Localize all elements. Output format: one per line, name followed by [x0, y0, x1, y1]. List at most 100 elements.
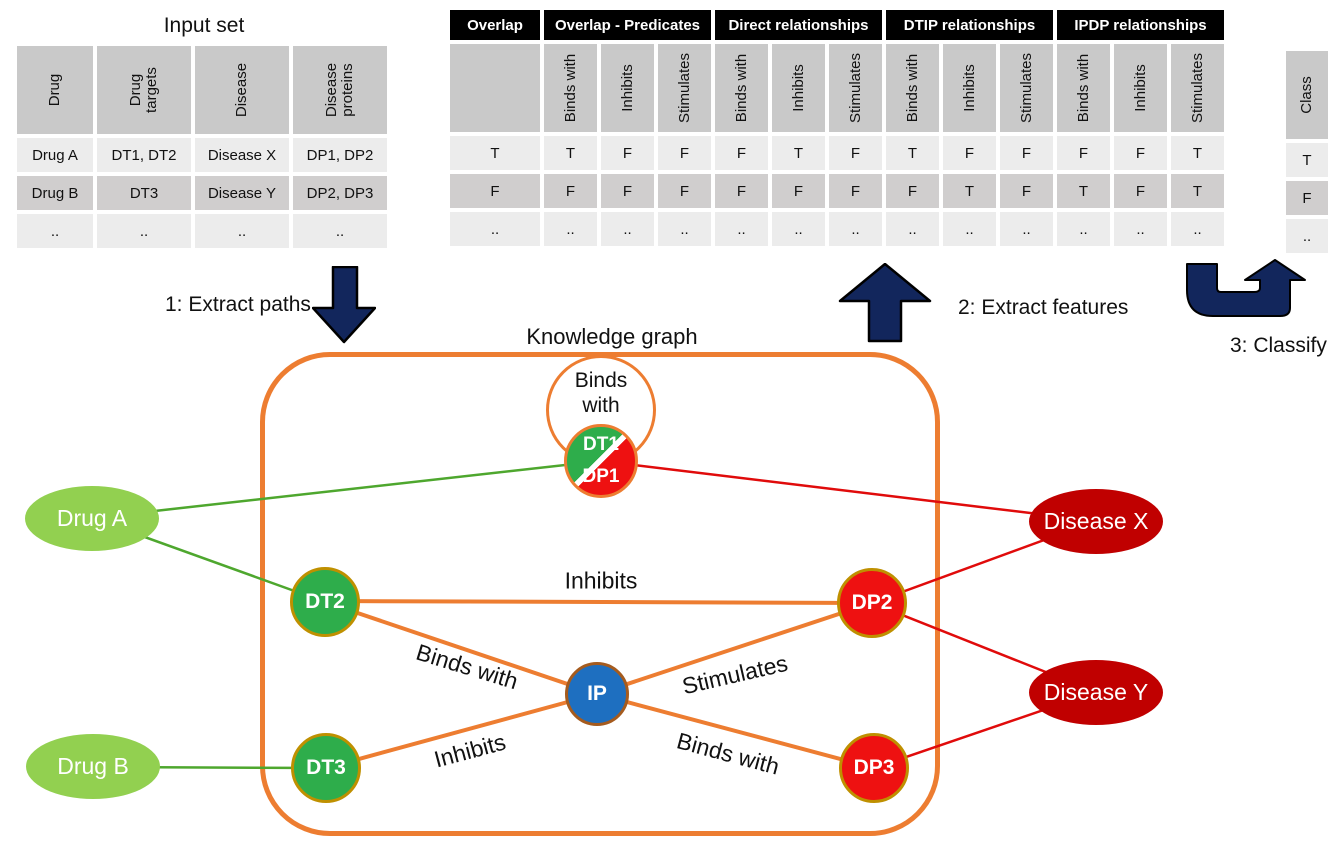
edge-ip-dp2	[596, 601, 873, 696]
edge-dt3-ip	[325, 692, 598, 770]
feature-cell: F	[658, 136, 711, 170]
feature-cell: F	[658, 174, 711, 208]
node-dt1-label: DT1	[583, 434, 619, 455]
feature-cell: F	[1000, 174, 1053, 208]
feature-column-header: Inhibits	[943, 44, 996, 132]
edge-dp1-diseasex	[600, 459, 1097, 523]
feature-cell: F	[1000, 136, 1053, 170]
feature-cell: ..	[658, 212, 711, 246]
table-row: ..	[1286, 219, 1328, 253]
feature-column-header: Stimulates	[658, 44, 711, 132]
input-column-header: Disease proteins	[293, 46, 387, 134]
feature-group-header: DTIP relationships	[886, 10, 1053, 40]
feature-column-header: Binds with	[886, 44, 939, 132]
feature-column-header: Stimulates	[1000, 44, 1053, 132]
input-cell: ..	[17, 214, 93, 248]
input-cell: Drug A	[17, 138, 93, 172]
step3-label: 3: Classify	[1230, 334, 1327, 357]
feature-cell: F	[772, 174, 825, 208]
class-cell: T	[1286, 143, 1328, 177]
input-cell: Drug B	[17, 176, 93, 210]
feature-cell: ..	[544, 212, 597, 246]
feature-cell: ..	[450, 212, 540, 246]
node-dp3: DP3	[839, 733, 909, 803]
node-dt1-dp1: DT1 DP1	[564, 424, 638, 498]
feature-cell: F	[715, 136, 768, 170]
entity-drug-b: Drug B	[26, 734, 160, 799]
feature-cell: ..	[1057, 212, 1110, 246]
feature-cell: F	[943, 136, 996, 170]
input-column-header: Disease	[195, 46, 289, 134]
feature-column-header: Stimulates	[829, 44, 882, 132]
edge-label-inhibits-top: Inhibits	[564, 567, 638, 594]
up-arrow-icon	[838, 263, 932, 343]
feature-column-header: Inhibits	[772, 44, 825, 132]
feature-cell: T	[943, 174, 996, 208]
step1-label: 1: Extract paths	[165, 293, 311, 316]
edge-dt2-dp2	[324, 599, 873, 605]
input-set-title: Input set	[163, 14, 245, 37]
feature-cell: T	[886, 136, 939, 170]
feature-cell: F	[450, 174, 540, 208]
feature-cell: F	[829, 174, 882, 208]
feature-cell: T	[1171, 136, 1224, 170]
feature-group-header: Direct relationships	[715, 10, 882, 40]
table-row: ..........................	[450, 212, 1224, 246]
overlap-binds-with-circle: Binds with	[546, 355, 656, 465]
feature-cell: ..	[715, 212, 768, 246]
input-cell: ..	[293, 214, 387, 248]
feature-cell: ..	[1114, 212, 1167, 246]
entity-disease-y: Disease Y	[1029, 660, 1163, 725]
feature-column-header: Stimulates	[1171, 44, 1224, 132]
feature-group-header: IPDP relationships	[1057, 10, 1224, 40]
table-header-row: Class	[1286, 51, 1328, 139]
input-cell: DT3	[97, 176, 191, 210]
feature-cell: F	[715, 174, 768, 208]
input-cell: ..	[97, 214, 191, 248]
node-dt2: DT2	[290, 567, 360, 637]
edge-dt2-ip	[324, 600, 598, 696]
input-cell: DP2, DP3	[293, 176, 387, 210]
input-cell: ..	[195, 214, 289, 248]
input-column-header: Drug targets	[97, 46, 191, 134]
feature-cell: F	[1114, 174, 1167, 208]
table-row: F	[1286, 181, 1328, 215]
knowledge-graph-boundary	[260, 352, 940, 836]
knowledge-graph-title: Knowledge graph	[526, 324, 698, 349]
feature-cell: ..	[1000, 212, 1053, 246]
feature-cell: F	[1114, 136, 1167, 170]
edge-ip-dp3	[596, 692, 875, 770]
feature-column-header: Binds with	[715, 44, 768, 132]
feature-cell: ..	[829, 212, 882, 246]
feature-cell: ..	[601, 212, 654, 246]
feature-cell: F	[544, 174, 597, 208]
feature-column-header: Binds with	[1057, 44, 1110, 132]
table-row: T	[1286, 143, 1328, 177]
u-turn-arrow-icon	[1186, 259, 1306, 317]
feature-column-header: Inhibits	[1114, 44, 1167, 132]
down-arrow-icon	[312, 266, 376, 344]
feature-group-header: Overlap	[450, 10, 540, 40]
node-dp1-label: DP1	[582, 466, 620, 487]
node-ip: IP	[565, 662, 629, 726]
input-column-header: Drug	[17, 46, 93, 134]
input-cell: DP1, DP2	[293, 138, 387, 172]
entity-drug-a: Drug A	[25, 486, 159, 551]
feature-cell: F	[601, 174, 654, 208]
class-column-header: Class	[1286, 51, 1328, 139]
feature-cell: T	[450, 136, 540, 170]
feature-cell: F	[601, 136, 654, 170]
table-row: ........	[17, 214, 387, 248]
input-cell: DT1, DT2	[97, 138, 191, 172]
step2-label: 2: Extract features	[958, 296, 1129, 319]
feature-cell: T	[772, 136, 825, 170]
